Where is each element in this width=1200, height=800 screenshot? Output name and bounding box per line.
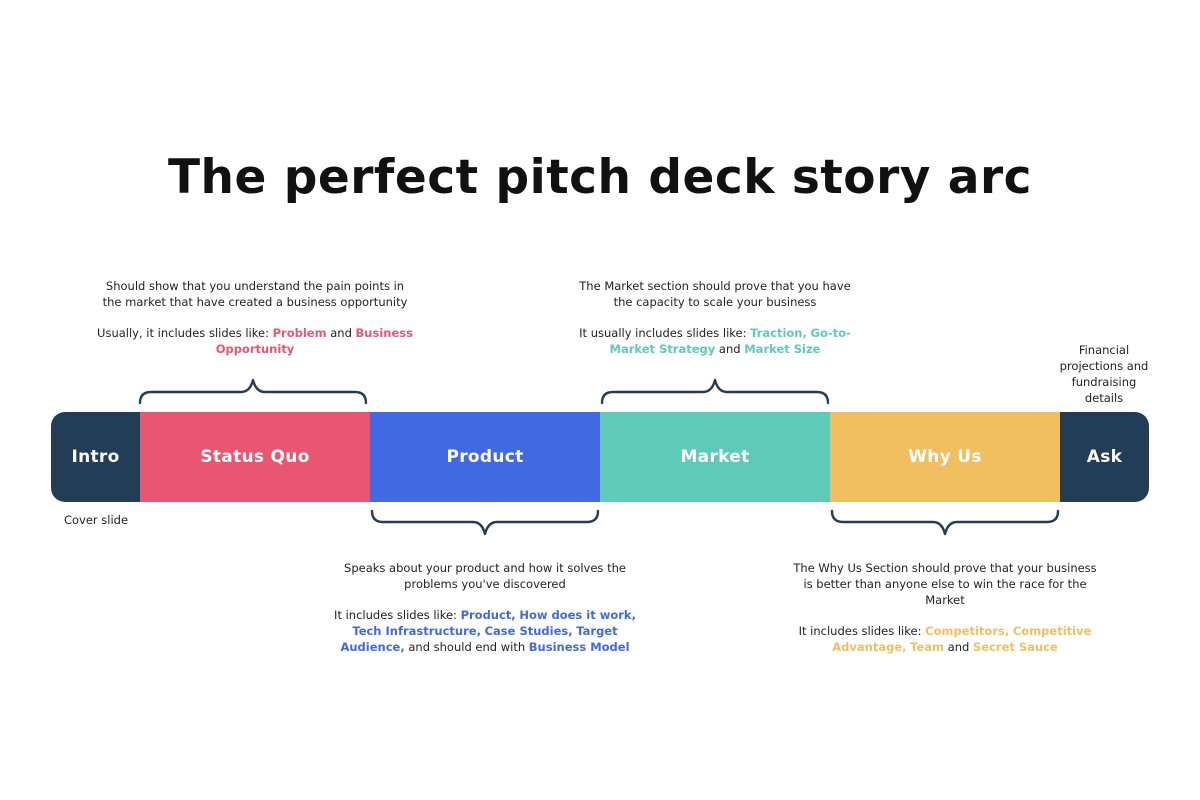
slide-product: Product, [460, 608, 516, 622]
slide-competitors: Competitors, [925, 624, 1010, 638]
segment-market: Market [600, 412, 830, 502]
status-quo-slides: Usually, it includes slides like: Proble… [95, 325, 415, 357]
product-brace [370, 509, 600, 536]
separator: and [944, 640, 973, 654]
market-slides-prefix: It usually includes slides like: [579, 326, 751, 340]
slide-market-size: Market Size [744, 342, 821, 356]
product-note: Speaks about your product and how it sol… [330, 560, 640, 670]
market-description: The Market section should prove that you… [579, 279, 851, 309]
intro-description: Cover slide [63, 513, 129, 527]
ask-note: Financial projections and fundraising de… [1054, 342, 1154, 421]
why-us-note: The Why Us Section should prove that you… [790, 560, 1100, 670]
segment-why-us: Why Us [830, 412, 1060, 502]
slide-business-model: Business Model [528, 640, 630, 654]
product-slides-prefix: It includes slides like: [334, 608, 461, 622]
slide-problem: Problem [272, 326, 327, 340]
segment-status-quo: Status Quo [140, 412, 370, 502]
segment-intro: Intro [51, 412, 140, 502]
intro-note: Cover slide [52, 512, 140, 543]
page-title: The perfect pitch deck story arc [167, 150, 1033, 205]
slide-tech-infrastructure: Tech Infrastructure, [352, 624, 481, 638]
slide-business-opportunity: Business Opportunity [215, 326, 413, 356]
story-arc-bar: Intro Status Quo Product Market Why Us A… [51, 412, 1149, 502]
separator: and [326, 326, 356, 340]
market-slides: It usually includes slides like: Tractio… [570, 325, 860, 357]
ask-description: Financial projections and fundraising de… [1059, 343, 1149, 405]
separator: and should end with [404, 640, 529, 654]
status-quo-note: Should show that you understand the pain… [95, 278, 415, 372]
slide-team: Team [910, 640, 945, 654]
why-us-slides-prefix: It includes slides like: [798, 624, 926, 638]
product-description: Speaks about your product and how it sol… [344, 561, 626, 591]
market-brace [600, 378, 830, 405]
why-us-brace [830, 509, 1060, 536]
separator: and [715, 342, 745, 356]
segment-product: Product [370, 412, 600, 502]
slide-target-audience: Target Audience, [340, 624, 618, 654]
slide-go-to-market: Go-to-Market Strategy [609, 326, 851, 356]
status-quo-description: Should show that you understand the pain… [102, 279, 408, 309]
product-slides: It includes slides like: Product, How do… [330, 607, 640, 655]
slide-how-does-it-work: How does it work, [519, 608, 636, 622]
why-us-description: The Why Us Section should prove that you… [793, 561, 1097, 607]
status-quo-brace [138, 378, 368, 405]
status-quo-slides-prefix: Usually, it includes slides like: [97, 326, 273, 340]
slide-traction: Traction, [750, 326, 807, 340]
market-note: The Market section should prove that you… [570, 278, 860, 372]
slide-case-studies: Case Studies, [484, 624, 573, 638]
segment-ask: Ask [1060, 412, 1149, 502]
slide-secret-sauce: Secret Sauce [973, 640, 1058, 654]
slide-competitive-advantage: Competitive Advantage, [832, 624, 1092, 654]
why-us-slides: It includes slides like: Competitors, Co… [790, 623, 1100, 655]
